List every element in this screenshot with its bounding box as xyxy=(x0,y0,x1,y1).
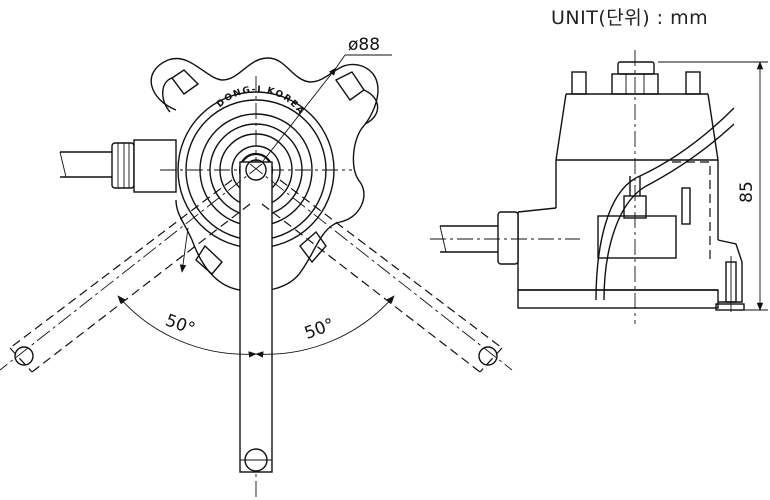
handle-left-phantom xyxy=(0,163,263,373)
height-dimension: 85 xyxy=(658,61,768,311)
height-label: 85 xyxy=(737,181,757,203)
side-view: 85 xyxy=(430,50,768,324)
cable xyxy=(59,151,112,178)
diameter-label: ø88 xyxy=(348,35,380,55)
cable-gland xyxy=(111,139,177,193)
handle-right-phantom xyxy=(249,163,513,373)
diameter-dimension: ø88 xyxy=(255,35,392,171)
top-view: DONG-I KOREA ø88 xyxy=(0,35,513,498)
cable-side xyxy=(430,211,580,265)
angle-right-label: 50° xyxy=(302,315,337,344)
brand-ring-text: DONG-I KOREA xyxy=(215,85,306,117)
top-nut xyxy=(611,50,659,324)
handle-down xyxy=(239,159,273,473)
unit-label: UNIT(단위) : mm xyxy=(551,7,709,29)
internal-parts xyxy=(597,161,745,312)
